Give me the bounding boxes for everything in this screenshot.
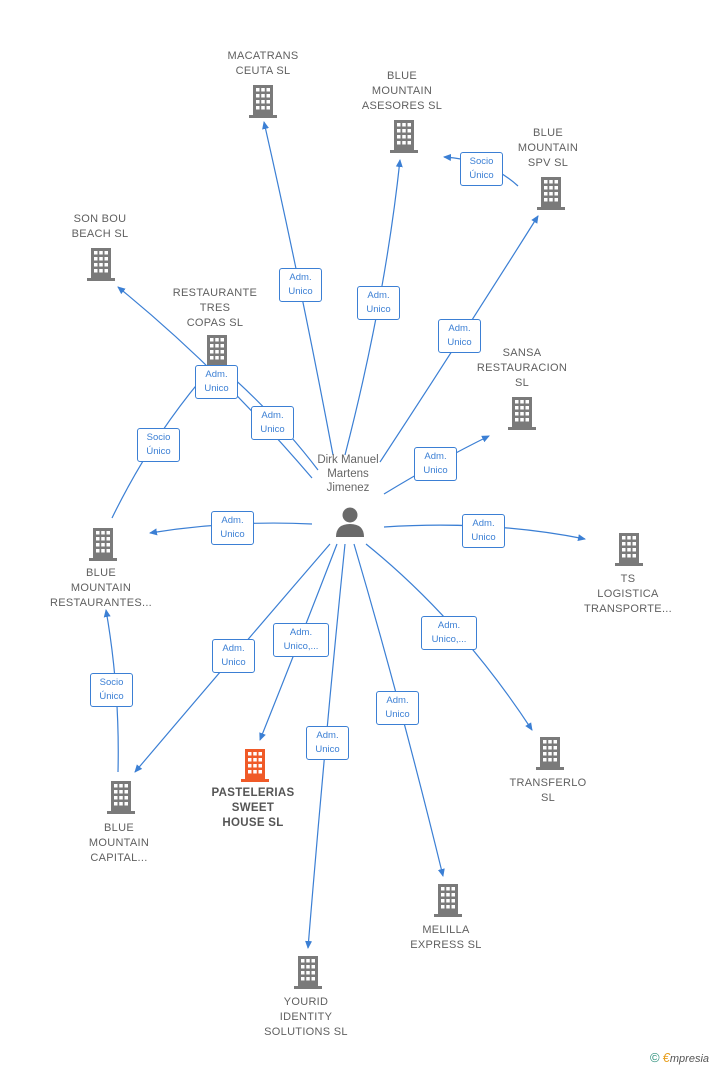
brand-name: mpresia: [669, 1053, 710, 1065]
edge-label-macatrans[interactable]: Adm. Unico: [279, 268, 322, 302]
node-label-macatrans: MACATRANS CEUTA SL: [227, 50, 299, 77]
edge-label-bm-capital[interactable]: Adm. Unico: [212, 639, 255, 673]
building-icon[interactable]: [89, 528, 117, 561]
building-icon[interactable]: [615, 533, 643, 566]
building-icon[interactable]: [203, 335, 231, 368]
edge-label-pastelerias[interactable]: Adm. Unico,...: [273, 623, 329, 657]
edge-label-bm-restaurantes[interactable]: Adm. Unico: [211, 511, 254, 545]
edge-label-bm-spv[interactable]: Adm. Unico: [438, 319, 481, 353]
edge-label-bm-asesores[interactable]: Adm. Unico: [357, 286, 400, 320]
node-label-yourid: YOURID IDENTITY SOLUTIONS SL: [264, 996, 348, 1038]
brand-e: €: [662, 1050, 670, 1065]
edge-label-melilla[interactable]: Adm. Unico: [376, 691, 419, 725]
edge-label-bm-capital-restaurantes[interactable]: Socio Único: [90, 673, 133, 707]
node-label-son-bou: SON BOU BEACH SL: [71, 213, 129, 240]
building-icon[interactable]: [294, 956, 322, 989]
edge-label-tres-copas[interactable]: Adm. Unico: [251, 406, 294, 440]
building-icon[interactable]: [508, 397, 536, 430]
node-label-pastelerias: PASTELERIAS SWEET HOUSE SL: [211, 787, 295, 829]
building-icon[interactable]: [537, 177, 565, 210]
edge-label-sansa[interactable]: Adm. Unico: [414, 447, 457, 481]
node-label-bm-spv: BLUE MOUNTAIN SPV SL: [517, 127, 579, 169]
building-icon[interactable]: [107, 781, 135, 814]
building-icon[interactable]: [249, 85, 277, 118]
building-icon[interactable]: [536, 737, 564, 770]
node-label-ts-logistica: TS LOGISTICA TRANSPORTE...: [583, 573, 673, 615]
edge-label-bm-spv-asesores[interactable]: Socio Único: [460, 152, 503, 186]
person-icon[interactable]: [336, 507, 364, 538]
building-icon[interactable]: [87, 248, 115, 281]
edge-label-bm-restaurantes-tres-copas[interactable]: Socio Único: [137, 428, 180, 462]
building-icon[interactable]: [434, 884, 462, 917]
node-label-bm-capital: BLUE MOUNTAIN CAPITAL...: [88, 822, 150, 864]
node-label-bm-asesores: BLUE MOUNTAIN ASESORES SL: [361, 70, 443, 112]
person-name: Dirk Manuel Martens Jimenez: [317, 454, 379, 494]
building-icon[interactable]: [390, 120, 418, 153]
edge-label-transferlo[interactable]: Adm. Unico,...: [421, 616, 477, 650]
node-label-sansa: SANSA RESTAURACION SL: [476, 347, 568, 389]
edge-label-ts-logistica[interactable]: Adm. Unico: [462, 514, 505, 548]
copyright-symbol: ©: [650, 1050, 660, 1065]
building-icon-main[interactable]: [241, 749, 269, 782]
edge-label-son-bou[interactable]: Adm. Unico: [195, 365, 238, 399]
node-label-bm-restaurantes: BLUE MOUNTAIN RESTAURANTES...: [49, 567, 153, 609]
node-label-melilla: MELILLA EXPRESS SL: [410, 924, 482, 951]
node-label-transferlo: TRANSFERLO SL: [509, 777, 587, 804]
edge-label-yourid[interactable]: Adm. Unico: [306, 726, 349, 760]
nodes: [87, 85, 643, 989]
brand-logo: © €mpresia: [650, 1050, 709, 1065]
node-label-tres-copas: RESTAURANTE TRES COPAS SL: [172, 287, 258, 329]
